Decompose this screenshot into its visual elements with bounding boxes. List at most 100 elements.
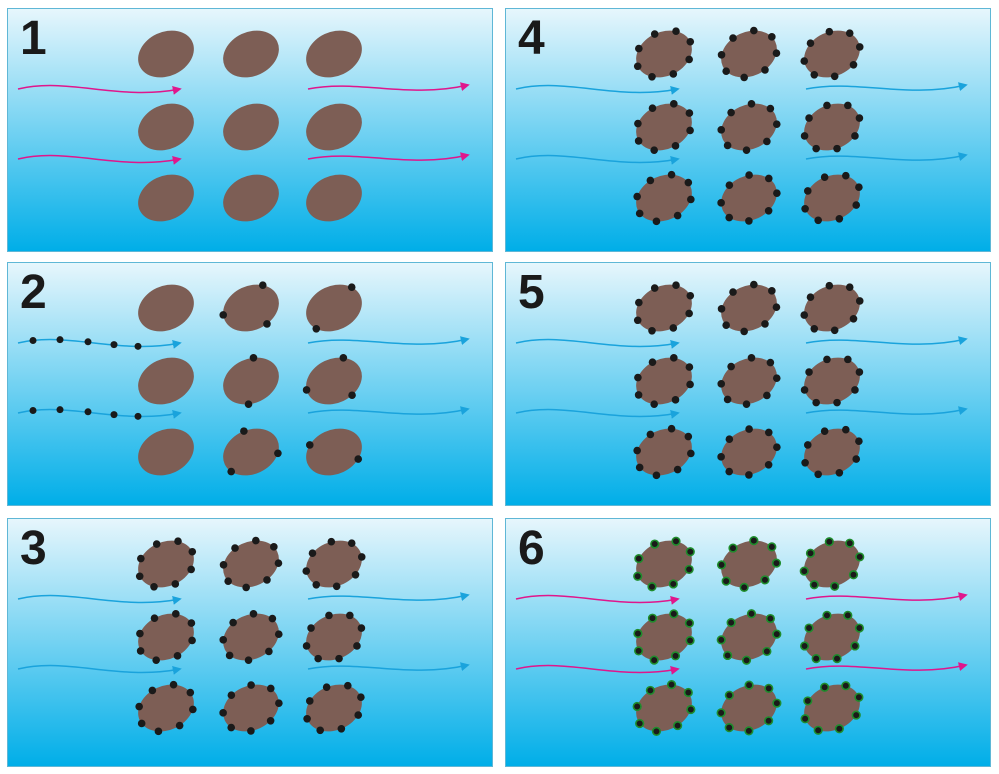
attached-particle <box>772 49 781 57</box>
flow-arrow <box>307 152 470 162</box>
attached-particle <box>764 683 774 693</box>
attached-particle <box>173 652 182 660</box>
attached-particle <box>747 353 756 362</box>
attached-particle <box>188 547 197 556</box>
attached-particle <box>671 536 681 546</box>
attached-particle <box>772 629 782 639</box>
sand-grain <box>721 103 777 151</box>
sand-grain <box>636 174 692 222</box>
attached-particle <box>851 132 859 140</box>
sand-grain <box>721 30 777 78</box>
attached-particle <box>335 654 343 663</box>
attached-particle <box>669 324 678 332</box>
flow-arrow <box>17 664 182 675</box>
attached-particle <box>745 471 753 479</box>
attached-particle <box>150 614 159 622</box>
attached-particle <box>274 630 283 638</box>
sand-grain <box>306 357 362 405</box>
sand-grain <box>804 428 860 476</box>
attached-particle <box>764 460 773 469</box>
attached-particle <box>186 688 195 697</box>
sand-grain <box>804 30 860 78</box>
attached-particle <box>247 727 255 735</box>
sand-grain <box>223 284 279 332</box>
attached-particle <box>305 441 314 449</box>
panel-number: 6 <box>518 522 545 575</box>
attached-particle <box>219 561 228 569</box>
attached-particle <box>814 470 822 479</box>
flow-arrow <box>515 408 680 419</box>
sand-grain <box>721 684 777 732</box>
attached-particle <box>806 293 815 302</box>
sand-grain <box>721 540 777 588</box>
attached-particle <box>848 570 859 580</box>
sand-grain <box>138 357 194 405</box>
attached-particle <box>772 303 781 311</box>
attached-particle <box>800 57 809 65</box>
attached-particle <box>750 280 758 289</box>
sand-grain <box>636 684 692 732</box>
panel-3: 3 <box>7 518 493 767</box>
attached-particle <box>683 687 693 698</box>
attached-particle <box>339 353 348 362</box>
sand-grain <box>223 30 279 78</box>
attached-particle <box>820 682 830 692</box>
attached-particle <box>801 204 809 213</box>
attached-particle <box>137 554 145 563</box>
panel-number: 3 <box>20 522 47 575</box>
attached-particle <box>764 174 773 183</box>
attached-particle <box>765 613 775 624</box>
attached-particle <box>684 618 694 628</box>
attached-particle <box>761 66 769 74</box>
attached-particle <box>322 683 331 692</box>
flow-arrow <box>307 406 470 416</box>
attached-particle <box>247 681 255 689</box>
flow-arrow <box>515 84 680 95</box>
flow-arrow <box>515 594 680 605</box>
attached-particle <box>229 618 237 627</box>
attached-particle <box>850 641 860 651</box>
sand-grain <box>804 684 860 732</box>
attached-particle <box>242 583 250 592</box>
attached-particle <box>244 400 253 409</box>
attached-particle <box>820 173 829 182</box>
flow-arrow <box>515 664 680 675</box>
attached-particle <box>634 119 642 128</box>
attached-particle <box>746 609 757 619</box>
attached-particle <box>673 465 682 474</box>
attached-particle <box>357 553 366 561</box>
attached-particle <box>673 211 682 220</box>
suspended-particle <box>110 341 118 349</box>
sand-grain <box>636 357 692 405</box>
attached-particle <box>169 680 178 689</box>
attached-particle <box>843 610 853 620</box>
sand-grain <box>636 428 692 476</box>
attached-particle <box>231 544 239 552</box>
attached-particle <box>633 628 643 639</box>
attached-particle <box>647 582 657 592</box>
sand-grain <box>138 684 194 732</box>
attached-particle <box>308 549 317 558</box>
attached-particle <box>745 425 753 433</box>
attached-particle <box>739 582 749 592</box>
attached-particle <box>806 39 815 48</box>
attached-particle <box>327 537 336 546</box>
attached-particle <box>799 641 810 651</box>
attached-particle <box>646 176 655 185</box>
attached-particle <box>667 170 676 179</box>
sand-grain <box>636 540 692 588</box>
attached-particle <box>726 617 736 628</box>
attached-particle <box>740 73 748 82</box>
attached-particle <box>189 705 197 714</box>
attached-particle <box>650 146 658 154</box>
attached-particle <box>274 559 283 567</box>
attached-particle <box>685 363 694 371</box>
attached-particle <box>825 27 834 36</box>
attached-particle <box>854 623 865 633</box>
panel-number: 1 <box>20 12 47 65</box>
sand-grain <box>636 103 692 151</box>
attached-particle <box>849 314 858 323</box>
attached-particle <box>314 654 322 663</box>
sand-grain <box>306 174 362 222</box>
sand-grain <box>223 103 279 151</box>
